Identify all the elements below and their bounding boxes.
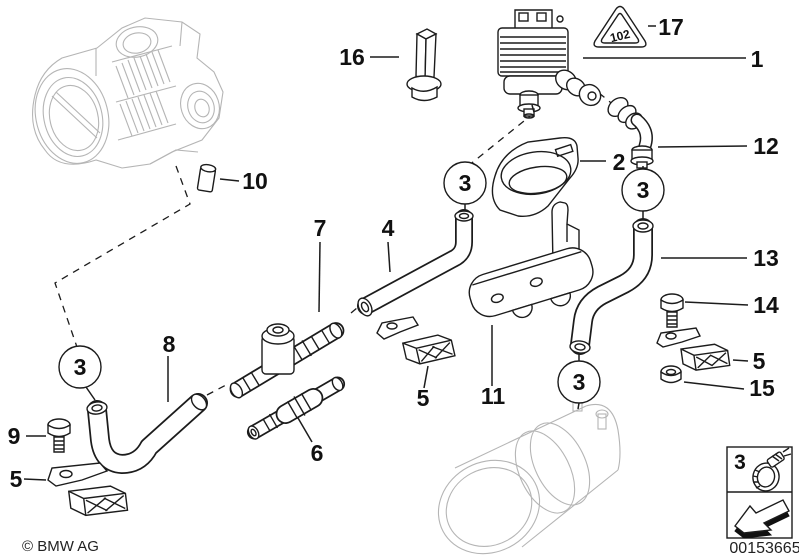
mounting-bracket-part — [468, 201, 594, 319]
callout-9[interactable]: 9 — [8, 423, 21, 449]
legend-clamp-number: 3 — [734, 451, 746, 474]
clip-bracket-right-part — [656, 327, 731, 371]
stepped-adapter-part — [246, 376, 346, 440]
document-number: 00153665 — [729, 540, 799, 557]
fuel-hose-part — [86, 393, 208, 474]
leader-lines — [23, 25, 749, 481]
clamp-callout-hose8-label[interactable]: 3 — [74, 354, 87, 380]
callout-4[interactable]: 4 — [382, 215, 395, 241]
clamp-callout-right[interactable]: 3 — [621, 168, 665, 219]
clip-bracket-middle-part — [376, 316, 456, 365]
callout-labels: 1 2 4 5 5 5 6 7 8 9 10 11 12 13 14 15 16… — [8, 14, 779, 492]
expansion-plug-part — [406, 28, 442, 102]
direction-arrow-icon — [734, 499, 790, 539]
callout-8[interactable]: 8 — [163, 331, 176, 357]
triangle-label: 102 — [609, 27, 632, 46]
dashed-leader-valve-to-elbow — [598, 92, 622, 112]
vent-pipe-part — [357, 209, 474, 317]
clamp-callout-left[interactable]: 3 — [443, 161, 487, 211]
callout-17[interactable]: 17 — [658, 14, 684, 40]
callout-6[interactable]: 6 — [311, 440, 324, 466]
callout-16[interactable]: 16 — [339, 44, 365, 70]
clamp-callout-bottom[interactable]: 3 — [557, 354, 601, 410]
clamp-callout-bottom-label[interactable]: 3 — [573, 369, 586, 395]
bolt-9-part — [47, 418, 71, 453]
callout-13[interactable]: 13 — [753, 245, 779, 271]
elbow-connector-part — [607, 96, 654, 169]
callout-12[interactable]: 12 — [753, 133, 779, 159]
clip-bracket-bottom-left-part — [47, 462, 129, 517]
callout-10[interactable]: 10 — [242, 168, 268, 194]
dashed-leader-throttle-to-clamp — [54, 165, 191, 351]
hose-clamp-icon — [752, 447, 792, 492]
dashed-leader-valve-to-clamp — [467, 112, 535, 167]
callout-7[interactable]: 7 — [314, 215, 327, 241]
callout-14[interactable]: 14 — [753, 292, 779, 318]
vent-valve-part — [497, 9, 602, 119]
nut-15-part — [660, 365, 682, 384]
rubber-holder-part — [491, 136, 579, 217]
carbon-canister-ghost — [437, 394, 621, 555]
sleeve-part — [196, 163, 217, 193]
warning-triangle-icon: 102 — [593, 5, 647, 48]
formed-hose-part — [569, 218, 654, 355]
clamp-callout-right-label[interactable]: 3 — [637, 177, 650, 203]
copyright-text: © BMW AG — [22, 538, 99, 555]
callout-15[interactable]: 15 — [749, 375, 775, 401]
legend-box: 3 — [726, 446, 793, 539]
callout-11[interactable]: 11 — [481, 383, 506, 409]
check-valve-assembly-part — [229, 322, 345, 399]
throttle-body-ghost — [32, 17, 224, 169]
callout-5-middle[interactable]: 5 — [417, 385, 430, 411]
dashed-leader-hose8-to-valve — [206, 383, 229, 396]
clamp-callout-hose8[interactable]: 3 — [58, 345, 102, 401]
callout-1[interactable]: 1 — [751, 46, 764, 72]
callout-5-bottom-left[interactable]: 5 — [10, 466, 23, 492]
callout-5-right[interactable]: 5 — [753, 348, 766, 374]
bolt-14-part — [660, 293, 684, 328]
callout-2[interactable]: 2 — [613, 149, 626, 175]
clamp-callout-left-label[interactable]: 3 — [459, 170, 472, 196]
